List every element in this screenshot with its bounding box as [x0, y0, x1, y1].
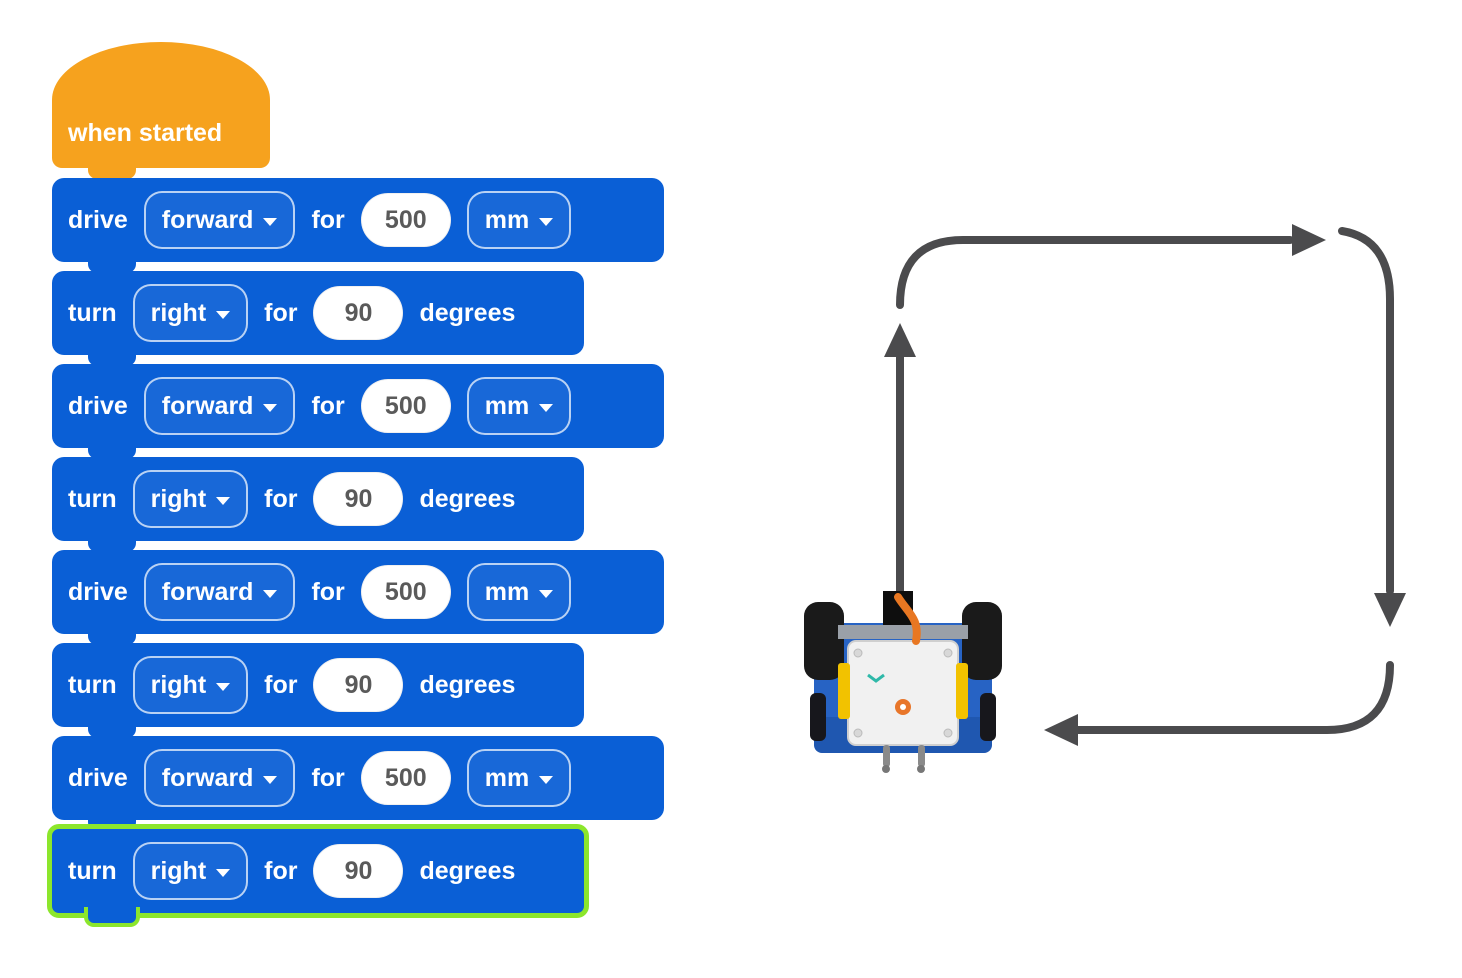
path-bottom-segment [1074, 661, 1394, 734]
distance-value: 500 [384, 577, 427, 606]
turn-label: turn [68, 670, 117, 699]
when-started-label: when started [68, 119, 223, 147]
when-started-block[interactable]: when started [52, 42, 270, 179]
unit-dropdown[interactable]: mm [466, 377, 572, 435]
distance-value: 500 [384, 205, 427, 234]
chevron-down-icon [539, 217, 554, 226]
unit-value: mm [484, 763, 530, 792]
angle-input[interactable]: 90 [313, 658, 404, 712]
drive-label: drive [68, 391, 128, 420]
direction-value: right [150, 298, 207, 327]
distance-input[interactable]: 500 [360, 379, 451, 433]
unit-value: mm [484, 577, 530, 606]
path-top-segment [896, 236, 1294, 309]
chevron-down-icon [216, 310, 231, 319]
distance-input[interactable]: 500 [360, 751, 451, 805]
chevron-down-icon [539, 589, 554, 598]
block-tab [88, 354, 136, 366]
for-label: for [264, 670, 298, 699]
turn-label: turn [68, 298, 117, 327]
direction-dropdown[interactable]: forward [143, 563, 296, 621]
block-tab [88, 633, 136, 645]
chevron-down-icon [263, 217, 278, 226]
degrees-label: degrees [419, 298, 516, 327]
direction-value: right [150, 856, 207, 885]
chevron-down-icon [539, 775, 554, 784]
drive-label: drive [68, 205, 128, 234]
for-label: for [311, 205, 345, 234]
block-tab [88, 167, 136, 179]
direction-dropdown[interactable]: right [132, 842, 249, 900]
turn-label: turn [68, 484, 117, 513]
unit-value: mm [484, 391, 530, 420]
turn-block-2[interactable]: turn right for 90 degrees [52, 457, 584, 552]
block-tab [88, 726, 136, 738]
unit-dropdown[interactable]: mm [466, 191, 572, 249]
direction-value: right [150, 484, 207, 513]
chevron-down-icon [263, 589, 278, 598]
unit-dropdown[interactable]: mm [466, 563, 572, 621]
direction-dropdown[interactable]: forward [143, 749, 296, 807]
drive-block-3[interactable]: drive forward for 500 mm [52, 550, 664, 645]
direction-dropdown[interactable]: forward [143, 377, 296, 435]
turn-block-3[interactable]: turn right for 90 degrees [52, 643, 584, 738]
for-label: for [264, 856, 298, 885]
degrees-label: degrees [419, 670, 516, 699]
distance-value: 500 [384, 391, 427, 420]
arrowhead-right-icon [1292, 224, 1326, 256]
direction-value: right [150, 670, 207, 699]
drive-label: drive [68, 763, 128, 792]
turn-block-4-active[interactable]: turn right for 90 degrees [47, 824, 589, 927]
angle-value: 90 [344, 298, 373, 327]
angle-input[interactable]: 90 [313, 472, 404, 526]
arrowhead-up-icon [884, 323, 916, 357]
angle-input[interactable]: 90 [313, 286, 404, 340]
direction-value: forward [161, 391, 254, 420]
block-tab [84, 907, 140, 927]
path-right-segment [1338, 227, 1394, 595]
degrees-label: degrees [419, 856, 516, 885]
angle-input[interactable]: 90 [313, 844, 404, 898]
direction-value: forward [161, 763, 254, 792]
chevron-down-icon [263, 403, 278, 412]
for-label: for [264, 298, 298, 327]
for-label: for [311, 391, 345, 420]
direction-value: forward [161, 577, 254, 606]
unit-dropdown[interactable]: mm [466, 749, 572, 807]
drive-block-1[interactable]: drive forward for 500 mm [52, 178, 664, 273]
robot-image [804, 591, 1002, 773]
drive-block-4[interactable]: drive forward for 500 mm [52, 736, 664, 831]
degrees-label: degrees [419, 484, 516, 513]
turn-block-1[interactable]: turn right for 90 degrees [52, 271, 584, 366]
arrowhead-down-icon [1374, 593, 1406, 627]
for-label: for [311, 763, 345, 792]
unit-value: mm [484, 205, 530, 234]
direction-dropdown[interactable]: right [132, 656, 249, 714]
direction-dropdown[interactable]: forward [143, 191, 296, 249]
direction-dropdown[interactable]: right [132, 284, 249, 342]
chevron-down-icon [539, 403, 554, 412]
angle-value: 90 [344, 856, 373, 885]
angle-value: 90 [344, 670, 373, 699]
block-tab [88, 540, 136, 552]
drive-label: drive [68, 577, 128, 606]
direction-value: forward [161, 205, 254, 234]
chevron-down-icon [216, 868, 231, 877]
block-tab [88, 261, 136, 273]
distance-input[interactable]: 500 [360, 193, 451, 247]
for-label: for [311, 577, 345, 606]
direction-dropdown[interactable]: right [132, 470, 249, 528]
angle-value: 90 [344, 484, 373, 513]
turn-label: turn [68, 856, 117, 885]
drive-block-2[interactable]: drive forward for 500 mm [52, 364, 664, 459]
arrowhead-left-icon [1044, 714, 1078, 746]
for-label: for [264, 484, 298, 513]
chevron-down-icon [263, 775, 278, 784]
distance-value: 500 [384, 763, 427, 792]
block-tab [88, 447, 136, 459]
path-diagram [804, 224, 1406, 773]
chevron-down-icon [216, 496, 231, 505]
distance-input[interactable]: 500 [360, 565, 451, 619]
chevron-down-icon [216, 682, 231, 691]
